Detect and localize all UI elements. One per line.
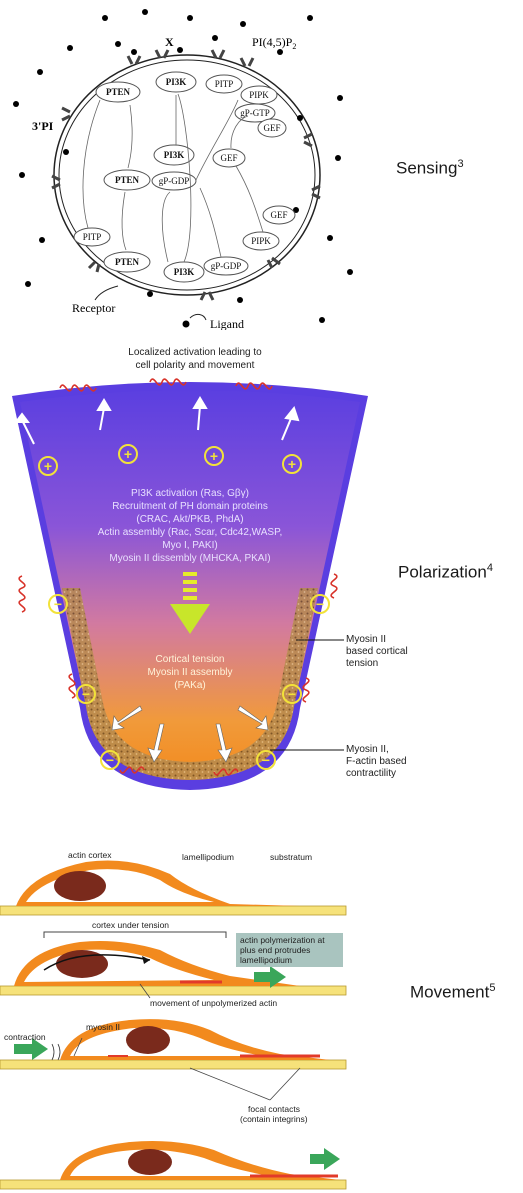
gef-2: GEF <box>220 153 237 163</box>
movement-diagram: actin cortex lamellipodium substratum co… <box>0 850 350 1193</box>
pipk-top: PIPK <box>249 90 269 100</box>
actin-cortex-label: actin cortex <box>68 850 112 860</box>
rear-line-3: (PAKa) <box>174 680 206 691</box>
pitp-bottom: PITP <box>83 232 102 242</box>
rear-line-2: Myosin II assembly <box>147 667 232 678</box>
pten-mid: PTEN <box>115 175 140 185</box>
svg-text:−: − <box>54 596 62 612</box>
pitp-top: PITP <box>215 79 234 89</box>
svg-text:−: − <box>82 686 90 702</box>
movement-panel: actin cortex lamellipodium substratum co… <box>0 850 523 1193</box>
polymerization-line-1: actin polymerization at <box>240 935 325 945</box>
myosin-label: myosin II <box>86 1022 120 1032</box>
sensing-label: Sensing3 <box>396 158 464 179</box>
lamellipodium-label: lamellipodium <box>182 852 234 862</box>
svg-text:−: − <box>288 686 296 702</box>
focal-line-1: focal contacts <box>248 1104 300 1114</box>
contraction-label: contraction <box>4 1032 46 1042</box>
rear-line-1: Cortical tension <box>156 654 225 665</box>
front-line-5: Myo I, PAKI) <box>162 540 217 551</box>
polarization-title: Localized activation leading to cell pol… <box>100 346 290 372</box>
polymerization-line-2: plus end protrudes <box>240 945 310 955</box>
substratum-label: substratum <box>270 852 312 862</box>
gp-gdp-2: gP-GDP <box>211 261 242 271</box>
movement-row-1 <box>0 861 346 916</box>
polarization-diagram: + + + + − − − − − − PI3K activation (Ras, Gβγ… <box>0 378 380 798</box>
movement-label: Movement5 <box>410 982 496 1003</box>
front-line-6: Myosin II dissembly (MHCKA, PKAI) <box>109 553 270 564</box>
movement-row-4 <box>0 1141 346 1189</box>
pi3k-bottom: PI3K <box>174 267 195 277</box>
myosin-tension-annotation: Myosin II based cortical tension <box>346 634 408 670</box>
gef-1: GEF <box>263 123 280 133</box>
pip2-label: PI(4,5)P2 <box>252 35 296 51</box>
pten-bottom: PTEN <box>115 257 140 267</box>
pi3k-top: PI3K <box>166 77 187 87</box>
front-line-4: Actin assembly (Rac, Scar, Cdc42,WASP, <box>98 527 283 538</box>
front-line-3: (CRAC, Akt/PKB, PhdA) <box>136 514 243 525</box>
polarization-label: Polarization4 <box>398 562 493 583</box>
polymerization-line-3: lamellipodium <box>240 955 292 965</box>
gp-gtp: gP-GTP <box>240 108 270 118</box>
sensing-diagram: X PI(4,5)P2 3'PI PTEN PI3K PITP PIPK gP-… <box>0 0 360 330</box>
pten-top: PTEN <box>106 87 131 97</box>
x-label: X <box>165 35 174 49</box>
unpolymerized-label: movement of unpolymerized actin <box>150 998 277 1008</box>
front-line-1: PI3K activation (Ras, Gβγ) <box>131 488 249 499</box>
movement-row-3 <box>0 1019 346 1100</box>
three-pi-label: 3'PI <box>32 119 54 133</box>
pipk-bottom: PIPK <box>251 236 271 246</box>
svg-text:+: + <box>210 448 218 464</box>
pi3k-mid: PI3K <box>164 150 185 160</box>
receptor-label: Receptor <box>72 301 115 315</box>
gp-gdp-1: gP-GDP <box>159 176 190 186</box>
svg-text:+: + <box>124 446 132 462</box>
myosin-contractility-annotation: Myosin II, F-actin based contractility <box>346 744 407 780</box>
cortex-tension-label: cortex under tension <box>92 920 169 930</box>
polarization-panel: Localized activation leading to cell pol… <box>0 346 523 798</box>
svg-text:−: − <box>106 752 114 768</box>
svg-text:+: + <box>288 456 296 472</box>
front-line-2: Recruitment of PH domain proteins <box>112 501 268 512</box>
ligand-label: Ligand <box>210 317 244 330</box>
svg-text:+: + <box>44 458 52 474</box>
sensing-panel: X PI(4,5)P2 3'PI PTEN PI3K PITP PIPK gP-… <box>0 0 523 330</box>
svg-text:−: − <box>316 596 324 612</box>
gef-3: GEF <box>270 210 287 220</box>
svg-text:−: − <box>262 752 270 768</box>
focal-line-2: (contain integrins) <box>240 1114 308 1124</box>
